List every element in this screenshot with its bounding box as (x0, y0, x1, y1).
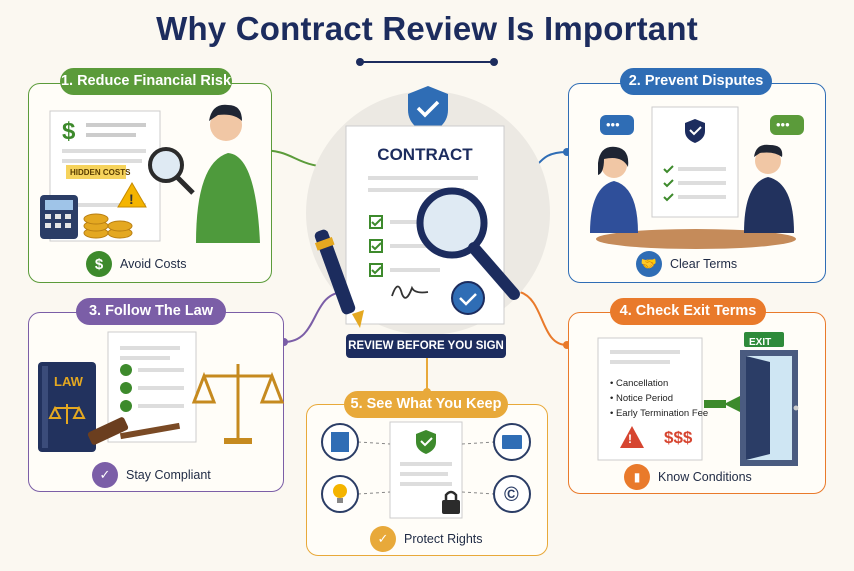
panel-4-label: 4. Check Exit Terms (610, 298, 766, 325)
exit-item-3: • Early Termination Fee (610, 408, 709, 419)
follow-law-illustration (38, 331, 285, 452)
center-contract-illustration (306, 86, 550, 335)
exit-item-3-text: Early Termination Fee (615, 408, 709, 419)
panel-2-footer: 🤝 Clear Terms (636, 251, 737, 277)
panel-3-label: 3. Follow The Law (76, 298, 226, 325)
panel-3-footer: ✓ Stay Compliant (92, 462, 211, 488)
panel-1-label: 1. Reduce Financial Risk (60, 68, 232, 95)
panel-4-footer: ▮ Know Conditions (624, 464, 752, 490)
exit-sign-label: EXIT (749, 337, 772, 348)
prevent-disputes-illustration: ••• ••• (590, 106, 804, 249)
panel-2-footer-text: Clear Terms (670, 257, 738, 271)
law-book-label: LAW (54, 374, 83, 389)
exit-terms-illustration (597, 332, 799, 466)
title-divider (356, 58, 498, 66)
panel-5-footer-text: Protect Rights (404, 532, 483, 546)
contract-doc-title: CONTRACT (377, 145, 473, 164)
page-title: Why Contract Review Is Important (156, 10, 698, 47)
svg-text:$: $ (62, 118, 76, 145)
panel-4-footer-text: Know Conditions (658, 470, 752, 484)
panel-5-label: 5. See What You Keep (344, 391, 508, 418)
shield-icon: ✓ (370, 526, 396, 552)
svg-text:!: ! (129, 191, 134, 207)
panel-1-footer-text: Avoid Costs (120, 257, 187, 271)
panel-1-footer: $ Avoid Costs (86, 251, 186, 277)
fee-dollars: $$$ (664, 428, 693, 447)
panel-3-footer-text: Stay Compliant (126, 468, 211, 482)
svg-text:•••: ••• (606, 117, 620, 132)
exit-item-2-text: Notice Period (615, 393, 673, 404)
svg-text:•••: ••• (776, 117, 790, 132)
dollar-icon: $ (86, 251, 112, 277)
exit-item-1: • Cancellation (610, 378, 669, 389)
financial-risk-illustration: $ ! (40, 104, 260, 243)
exit-item-2: • Notice Period (610, 393, 673, 404)
keep-rights-illustration: © (321, 421, 531, 519)
review-banner: REVIEW BEFORE YOU SIGN (346, 334, 506, 358)
svg-text:©: © (504, 484, 519, 506)
exit-door-icon: ▮ (624, 464, 650, 490)
warning-icon: ! (628, 432, 632, 446)
shield-check-icon: ✓ (92, 462, 118, 488)
exit-item-1-text: Cancellation (615, 378, 669, 389)
handshake-icon: 🤝 (636, 251, 662, 277)
hidden-costs-tag: HIDDEN COSTS (70, 168, 131, 177)
panel-2-label: 2. Prevent Disputes (620, 68, 772, 95)
panel-5-footer: ✓ Protect Rights (370, 526, 483, 552)
